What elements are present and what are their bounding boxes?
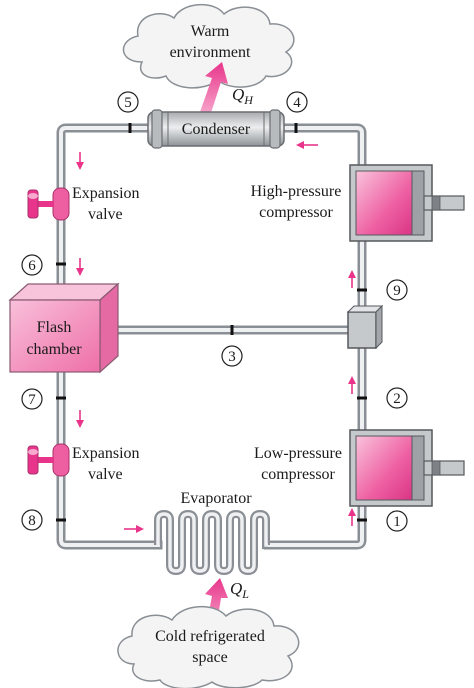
cold-space-cloud: Cold refrigerated space <box>117 605 300 688</box>
svg-text:7: 7 <box>28 392 36 408</box>
exp-lower-label-line1: Expansion <box>72 445 140 462</box>
state-6: 6 <box>21 254 43 276</box>
warm-label-line2: environment <box>170 44 251 61</box>
flash-label-line1: Flash <box>37 319 72 336</box>
flash-chamber: Flash chamber <box>8 282 120 374</box>
flow-arrows <box>76 141 356 533</box>
svg-text:2: 2 <box>393 391 401 407</box>
evaporator-coil <box>154 509 270 576</box>
cold-label-line1: Cold refrigerated <box>155 628 265 645</box>
flow-arrow-left <box>296 141 318 149</box>
condenser-label: Condenser <box>182 121 251 138</box>
hp-label-line2: compressor <box>259 204 333 221</box>
evaporator-label: Evaporator <box>180 490 252 507</box>
svg-text:6: 6 <box>28 258 36 274</box>
ql-label: QL <box>230 579 249 601</box>
lp-label-line1: Low-pressure <box>254 445 342 462</box>
warm-label-line1: Warm <box>191 23 230 40</box>
flow-arrow-up-1 <box>348 270 356 288</box>
lp-label-line2: compressor <box>261 466 335 483</box>
svg-text:9: 9 <box>393 283 401 299</box>
exp-upper-label-line2: valve <box>88 206 123 223</box>
state-5: 5 <box>117 91 139 113</box>
exp-upper-label-line1: Expansion <box>72 185 140 202</box>
qh-heat-arrow: QH <box>200 62 254 116</box>
flow-arrow-up-3 <box>348 508 356 526</box>
svg-text:8: 8 <box>28 513 36 529</box>
expansion-valve-lower <box>27 443 70 477</box>
state-8: 8 <box>21 509 43 531</box>
flow-arrow-down-3 <box>76 410 84 428</box>
flow-arrow-up-2 <box>348 376 356 394</box>
mixing-junction <box>346 304 384 350</box>
svg-text:5: 5 <box>124 95 132 111</box>
high-pressure-compressor <box>349 164 465 242</box>
state-1: 1 <box>386 510 408 532</box>
qh-label: QH <box>232 85 254 107</box>
cold-label-line2: space <box>192 649 228 666</box>
flow-arrow-down-2 <box>76 258 84 276</box>
flash-label-line2: chamber <box>26 341 82 358</box>
hp-label-line1: High-pressure <box>251 183 342 200</box>
flow-arrow-down-1 <box>76 152 84 170</box>
state-2: 2 <box>386 387 408 409</box>
state-3: 3 <box>221 345 243 367</box>
exp-lower-label-line2: valve <box>88 466 123 483</box>
expansion-valve-upper <box>27 187 70 221</box>
condenser: Condenser <box>147 109 285 149</box>
svg-text:3: 3 <box>228 349 236 365</box>
state-ticks <box>56 123 367 522</box>
flow-arrow-right <box>124 525 144 533</box>
low-pressure-compressor <box>349 429 465 507</box>
state-9: 9 <box>386 279 408 301</box>
svg-text:4: 4 <box>293 95 301 111</box>
state-markers: 1 2 3 4 5 6 7 8 9 <box>21 91 408 532</box>
warm-environment-cloud: Warm environment <box>122 3 295 89</box>
state-7: 7 <box>21 388 43 410</box>
state-4: 4 <box>286 91 308 113</box>
svg-text:1: 1 <box>393 514 401 530</box>
